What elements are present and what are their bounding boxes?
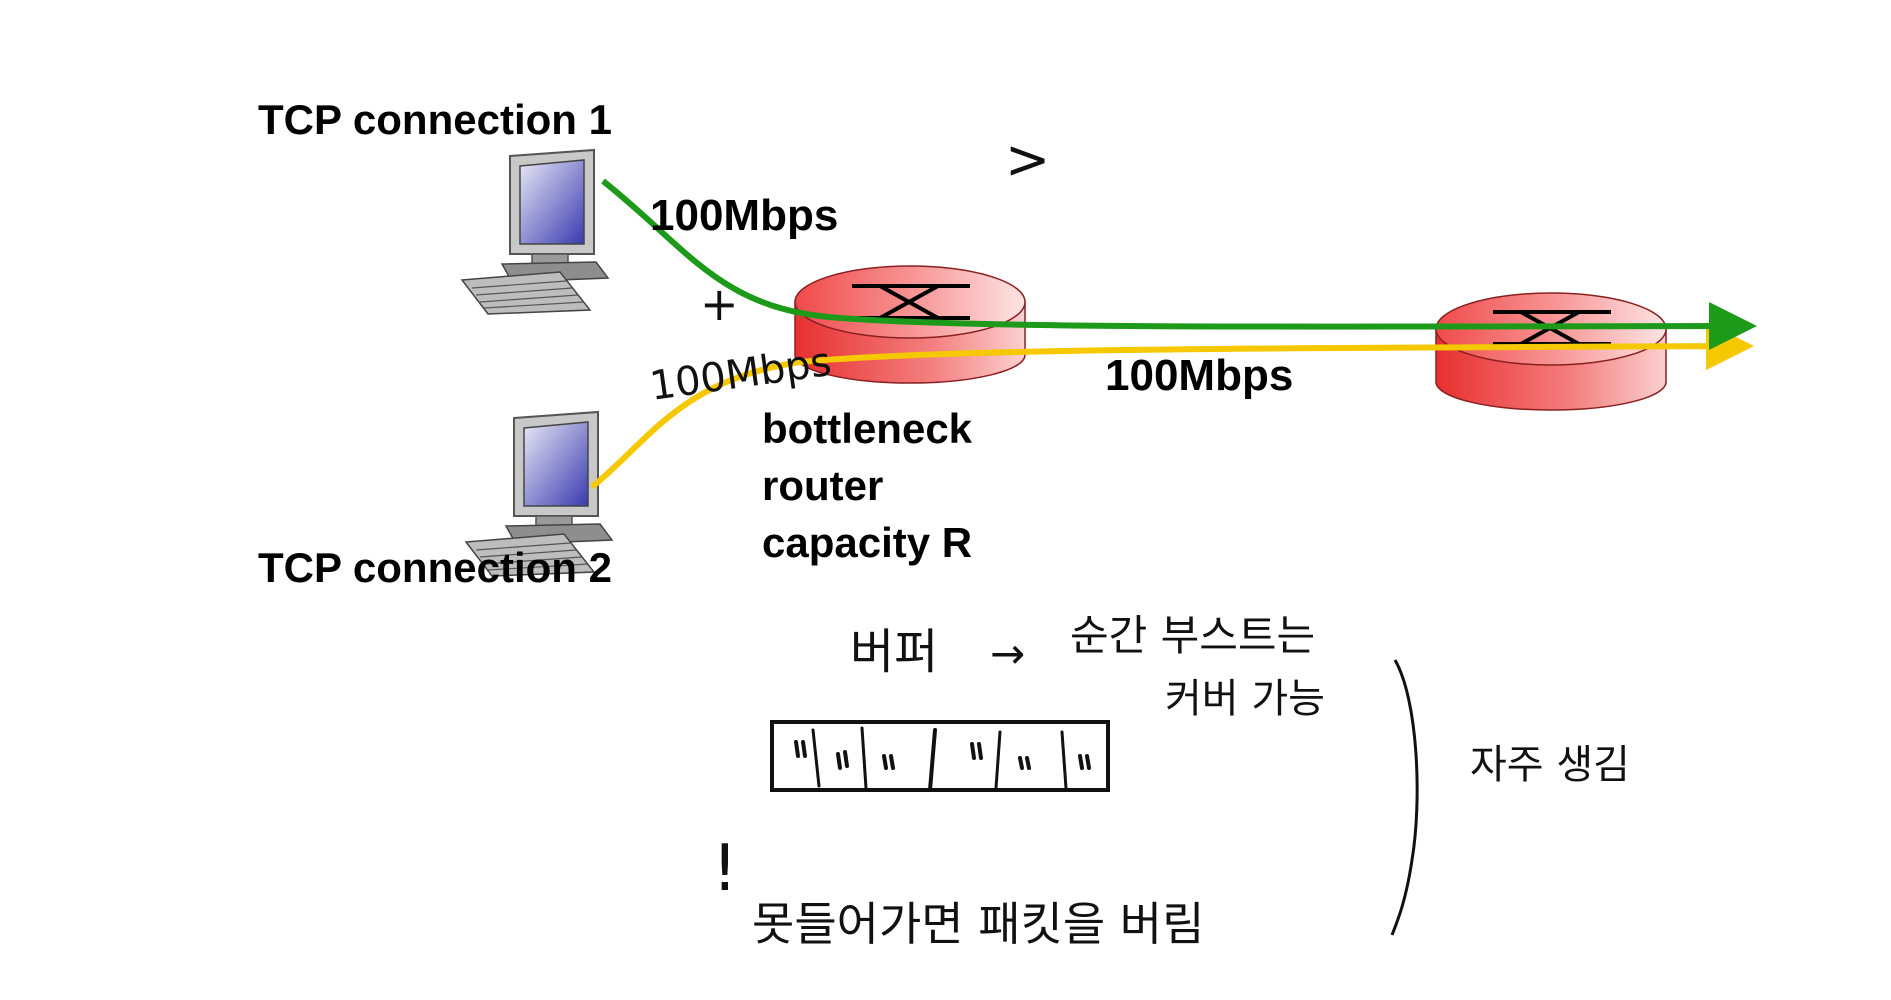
desktop-computer-icon	[460, 148, 610, 315]
handwritten-plus: +	[700, 277, 739, 331]
handwritten-second-rate: 100Mbps	[647, 339, 834, 410]
handwritten-overflow-note: 못들어가면 패킷을 버림	[752, 897, 1204, 951]
host-1-label: TCP connection 1	[258, 96, 612, 143]
handwritten-bracket	[1390, 659, 1419, 936]
connection-2-flow	[590, 322, 1754, 490]
router-caption-line-1: bottleneck	[762, 405, 973, 452]
buffer-queue-sketch	[770, 720, 1110, 792]
connection-1-flow	[601, 178, 1757, 351]
handwritten-buffer-arrow: →	[990, 629, 1025, 678]
destination-router	[1435, 292, 1667, 411]
handwritten-burst-line-1: 순간 부스트는	[1070, 611, 1315, 660]
desktop-computer-icon	[464, 410, 614, 577]
handwritten-chevron: >	[1005, 128, 1050, 191]
handwritten-burst-line-2: 커버 가능	[1165, 676, 1325, 722]
host-computer-2	[464, 410, 614, 577]
handwritten-overflow-mark: !	[712, 832, 738, 906]
router-caption-line-2: router	[762, 462, 883, 509]
bottleneck-link-rate: 100Mbps	[1105, 351, 1293, 400]
router-caption-line-3: capacity R	[762, 519, 972, 566]
handwritten-frequent-note: 자주 생김	[1470, 742, 1630, 788]
host-computer-1	[460, 148, 610, 315]
access-link-rate: 100Mbps	[650, 191, 838, 240]
host-2-label: TCP connection 2	[258, 544, 612, 591]
handwritten-buffer: 버퍼	[850, 624, 938, 680]
router-icon	[1435, 292, 1667, 411]
